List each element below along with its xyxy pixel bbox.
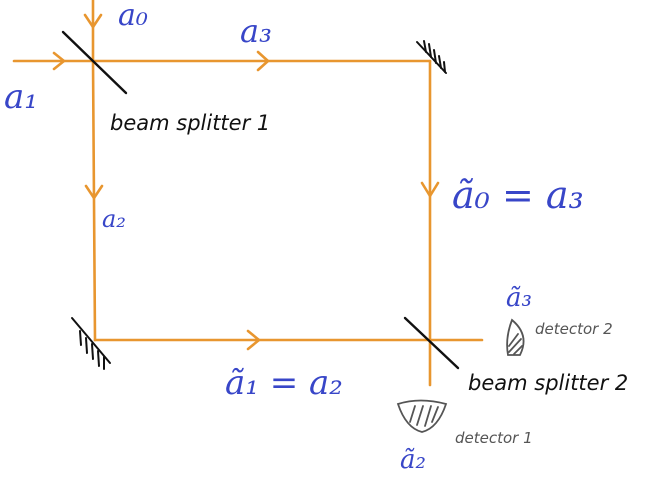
mode-a2-tilde-label: ã₂ [400, 445, 426, 475]
mode-a0-label: a₀ [118, 0, 148, 33]
detector-2-label: detector 2 [535, 320, 613, 338]
detector-2-icon [506, 318, 525, 356]
mirror-top-right [416, 40, 447, 74]
beam-arrows [52, 13, 440, 351]
arrow-right-a3 [256, 50, 270, 72]
beam-paths [12, 0, 484, 387]
beam-splitter-2 [403, 316, 460, 370]
arrow-right-a1 [52, 51, 66, 71]
mode-a1-label: a₁ [4, 77, 38, 117]
mode-a3-label: a₃ [240, 12, 272, 50]
mode-a0-tilde-equation: ã₀ = a₃ [452, 173, 584, 217]
mode-a1-tilde-equation: ã₁ = a₂ [225, 363, 343, 403]
beam-splitter-1 [61, 30, 128, 95]
detector-1-label: detector 1 [455, 429, 533, 447]
arrow-down-a0 [83, 13, 103, 29]
arrow-down-a2 [84, 184, 104, 200]
arrow-right-bottom [246, 329, 261, 351]
mode-a3-tilde-label: ã₃ [506, 283, 532, 313]
arrow-down-right [420, 181, 440, 198]
mode-a2-label: a₂ [102, 205, 126, 233]
beam-splitters [61, 30, 460, 370]
beam-left-a2 [91, 59, 97, 342]
beam-splitter-2-label: beam splitter 2 [468, 371, 628, 395]
detector-1-icon [396, 399, 448, 433]
mirror-bottom-left [71, 317, 111, 370]
beam-splitter-1-label: beam splitter 1 [110, 111, 270, 135]
